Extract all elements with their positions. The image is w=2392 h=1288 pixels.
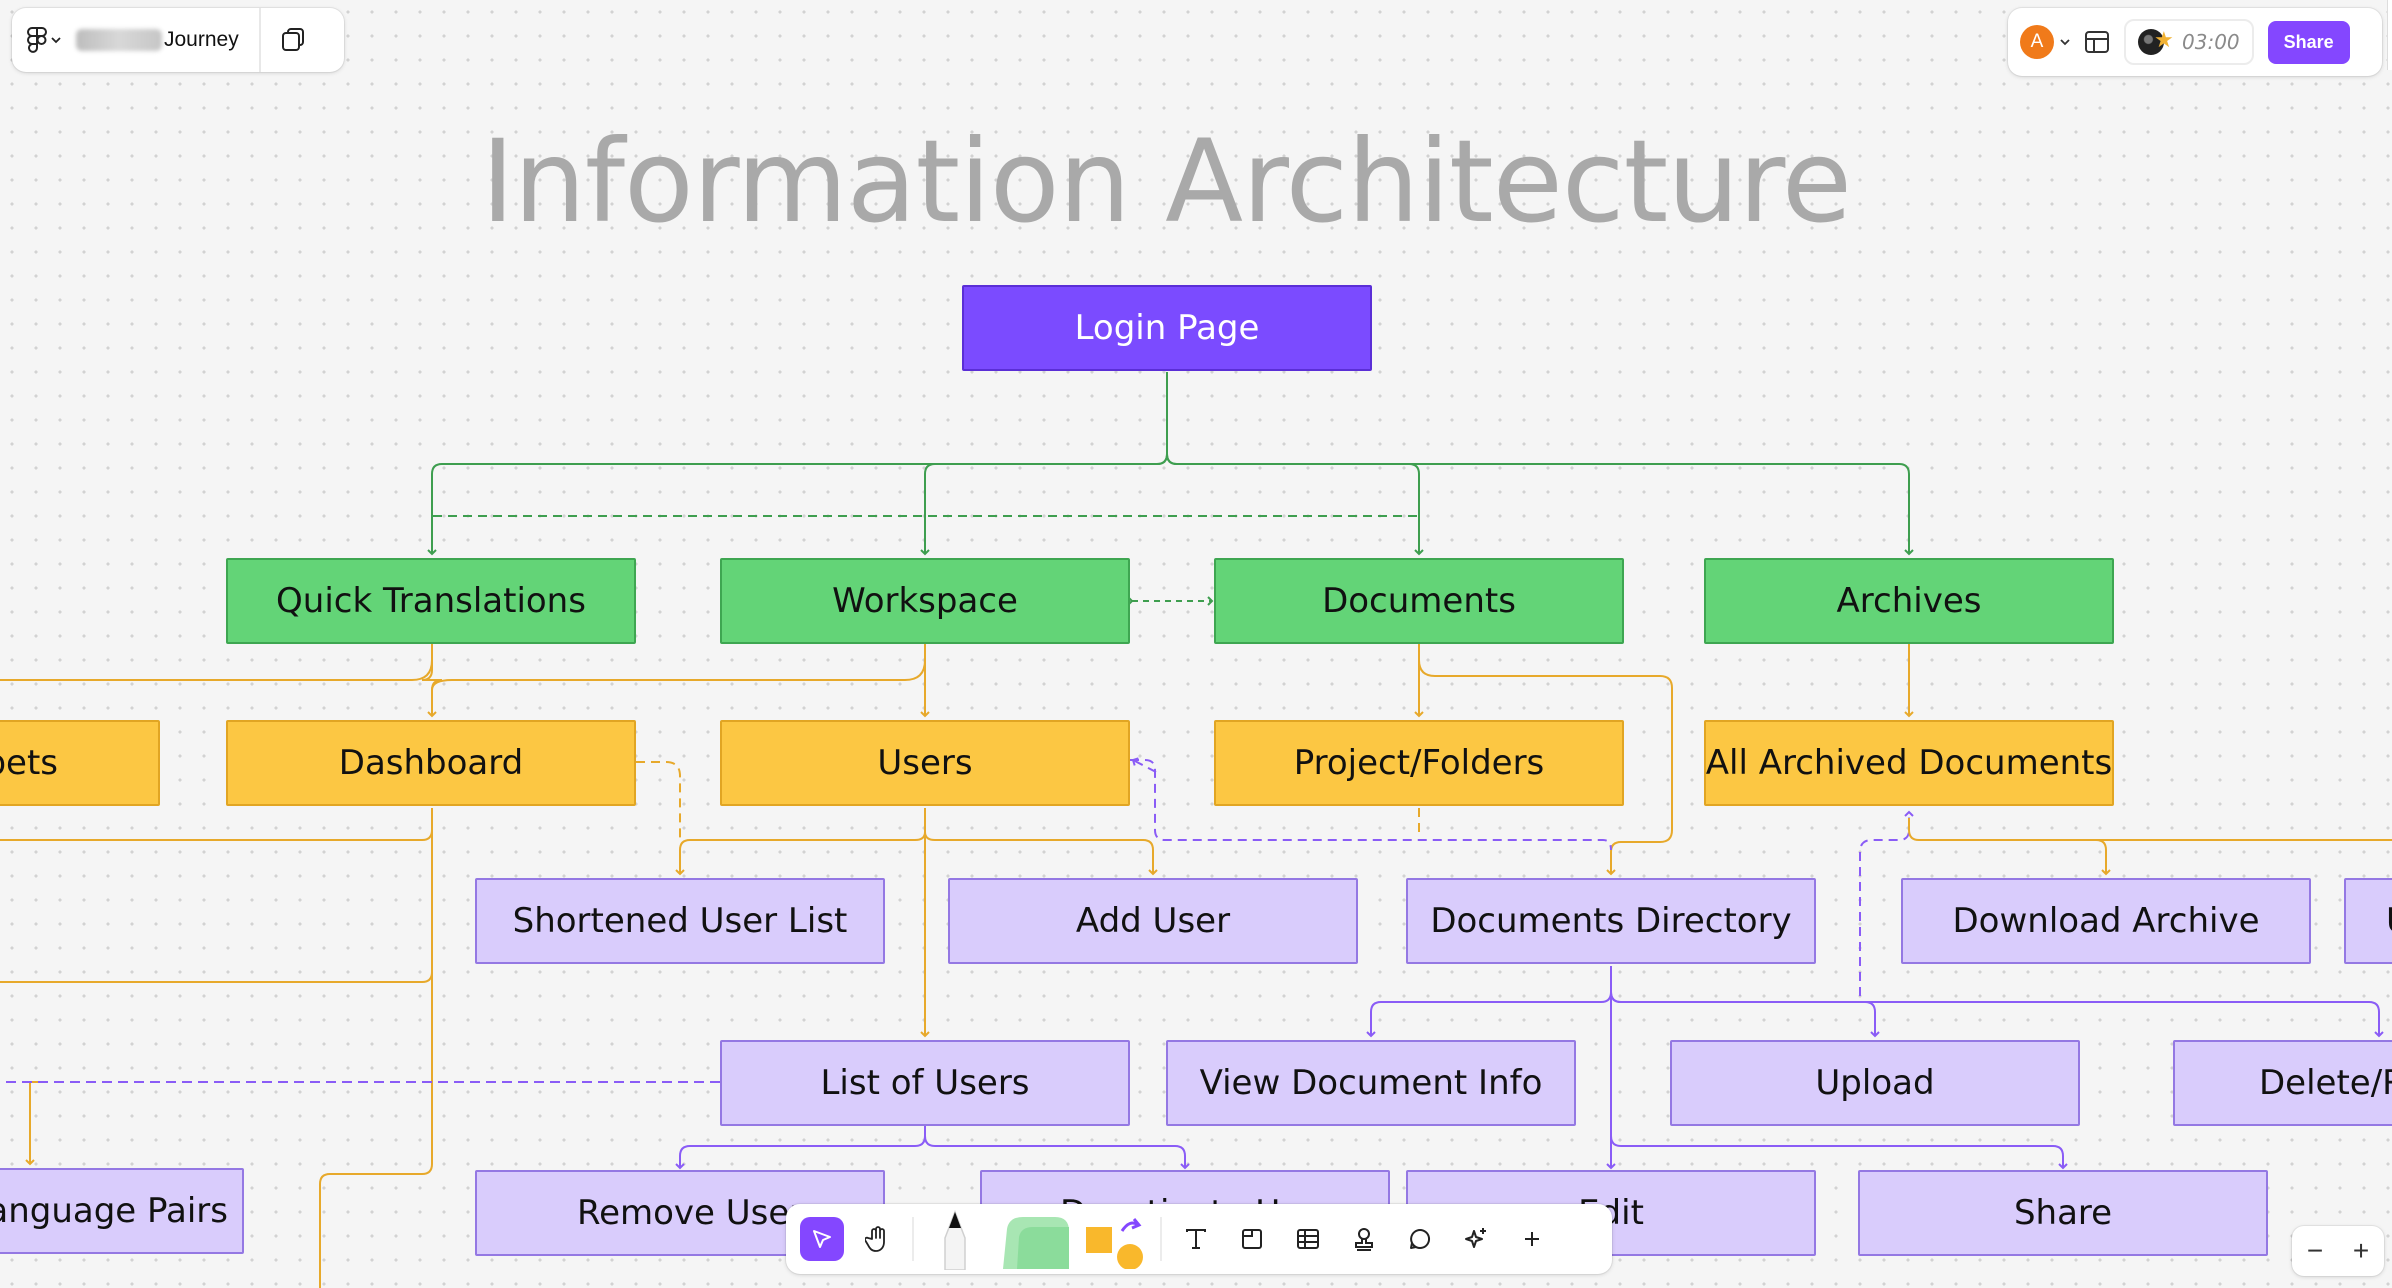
edge-dashboard-long	[319, 972, 433, 1288]
edge-directory-delete	[1610, 991, 2384, 1038]
node-login-page[interactable]: Login Page	[962, 285, 1372, 371]
edge-upload-archived-dashed	[1859, 810, 1914, 996]
edge-directory-share	[1610, 1135, 2068, 1170]
chevron-down-icon	[51, 37, 61, 44]
comment-tool[interactable]	[1392, 1204, 1448, 1274]
cursor-icon	[813, 1230, 831, 1248]
pen-tool[interactable]	[920, 1204, 990, 1274]
toolbar-divider	[1160, 1217, 1162, 1261]
timer-text: 03:00	[2182, 30, 2240, 54]
node-dashboard[interactable]: Dashboard	[226, 720, 636, 806]
plus-icon	[1525, 1232, 1539, 1246]
stamp-tool[interactable]	[1336, 1204, 1392, 1274]
edge-login-workspace	[920, 453, 1168, 556]
figma-logo-icon	[27, 27, 47, 53]
more-tools-button[interactable]	[1504, 1204, 1560, 1274]
node-download-archive[interactable]: Download Archive	[1901, 878, 2311, 964]
file-name: Journey	[164, 28, 239, 51]
text-icon	[1186, 1229, 1206, 1249]
diagram-title: Information Architecture	[480, 115, 1852, 248]
edge-dashed-qt-docs	[431, 515, 1420, 530]
edge-arrow-users	[1131, 757, 1157, 773]
zoom-controls: − +	[2292, 1226, 2384, 1276]
edge-users-adduser	[924, 831, 1158, 876]
pen-icon	[944, 1209, 966, 1270]
file-name-button[interactable]: Journey	[76, 8, 261, 72]
edge-directory-view	[1366, 966, 1612, 1038]
hand-tool[interactable]	[850, 1204, 906, 1274]
edge-qt-dashboard	[421, 644, 443, 718]
hand-icon	[865, 1226, 885, 1252]
section-tool[interactable]	[1224, 1204, 1280, 1274]
node-shortened-user-list[interactable]: Shortened User List	[475, 878, 885, 964]
node-users[interactable]: Users	[720, 720, 1130, 806]
node-share[interactable]: Share	[1858, 1170, 2268, 1256]
shapes-icon	[1086, 1218, 1143, 1269]
main-menu-button[interactable]	[12, 8, 76, 72]
node-documents[interactable]: Documents	[1214, 558, 1624, 644]
edge-qt-left	[0, 659, 433, 681]
node-language-pairs[interactable]: Language Pairs	[0, 1168, 244, 1254]
shape-tool[interactable]	[1080, 1204, 1154, 1274]
node-workspace[interactable]: Workspace	[720, 558, 1130, 644]
node-snippets[interactable]: ppets	[0, 720, 160, 806]
user-menu-button[interactable]: A	[2020, 25, 2070, 59]
table-icon	[1297, 1229, 1319, 1249]
node-project-folders[interactable]: Project/Folders	[1214, 720, 1624, 806]
window-edge	[2387, 0, 2392, 70]
collab-panel: A ★ 03:00 Share	[2008, 8, 2382, 76]
comment-icon	[1410, 1228, 1431, 1249]
node-list-of-users[interactable]: List of Users	[720, 1040, 1130, 1126]
edge-workspace-left	[431, 659, 926, 691]
edge-dashboard-dashed	[636, 761, 681, 840]
zoom-out-button[interactable]: −	[2306, 1235, 2324, 1266]
avatar: A	[2020, 25, 2054, 59]
pages-icon	[281, 28, 304, 51]
node-right-partial[interactable]: U	[2344, 878, 2392, 964]
text-tool[interactable]	[1168, 1204, 1224, 1274]
node-quick-translations[interactable]: Quick Translations	[226, 558, 636, 644]
timer-button[interactable]: ★ 03:00	[2124, 19, 2254, 65]
node-archives[interactable]: Archives	[1704, 558, 2114, 644]
ai-tool[interactable]	[1448, 1204, 1504, 1274]
edge-archived-download	[1908, 818, 2111, 876]
edge-dashboard-down	[0, 808, 433, 983]
highlighter-icon	[1003, 1217, 1069, 1269]
node-documents-directory[interactable]: Documents Directory	[1406, 878, 1816, 964]
move-tool[interactable]	[794, 1204, 850, 1274]
node-delete[interactable]: Delete/R	[2173, 1040, 2392, 1126]
music-timer-icon: ★	[2138, 27, 2174, 55]
layout-panel-icon[interactable]	[2084, 30, 2110, 54]
node-add-user[interactable]: Add User	[948, 878, 1358, 964]
edge-users-shortlist	[675, 808, 926, 876]
sparkle-icon	[1465, 1228, 1486, 1248]
edge-login-documents	[1166, 453, 1424, 556]
section-icon	[1242, 1229, 1262, 1249]
zoom-in-button[interactable]: +	[2352, 1235, 2370, 1266]
node-view-document-info[interactable]: View Document Info	[1166, 1040, 1576, 1126]
edge-login-archives	[1166, 453, 1914, 556]
toolbar-divider	[912, 1217, 914, 1261]
chevron-down-icon	[2060, 39, 2070, 46]
edge-directory-upload	[1610, 991, 1880, 1038]
redacted-name	[76, 29, 162, 51]
edge-dashboard-left	[0, 808, 433, 841]
edge-listusers-deactivate	[924, 1135, 1190, 1170]
share-button[interactable]: Share	[2267, 20, 2350, 64]
table-tool[interactable]	[1280, 1204, 1336, 1274]
edge-documents-directory	[1418, 659, 1673, 876]
highlighter-tool[interactable]	[990, 1204, 1080, 1274]
pages-button[interactable]	[261, 26, 325, 54]
edge-users-dashed	[1130, 759, 1612, 851]
tools-toolbar	[786, 1204, 1612, 1274]
node-all-archived-documents[interactable]: All Archived Documents	[1704, 720, 2114, 806]
file-panel: Journey	[12, 8, 344, 72]
edge-left-languagepairs	[25, 1081, 40, 1166]
node-upload[interactable]: Upload	[1670, 1040, 2080, 1126]
stamp-icon	[1355, 1228, 1373, 1251]
edge-listusers-remove	[675, 1126, 926, 1170]
